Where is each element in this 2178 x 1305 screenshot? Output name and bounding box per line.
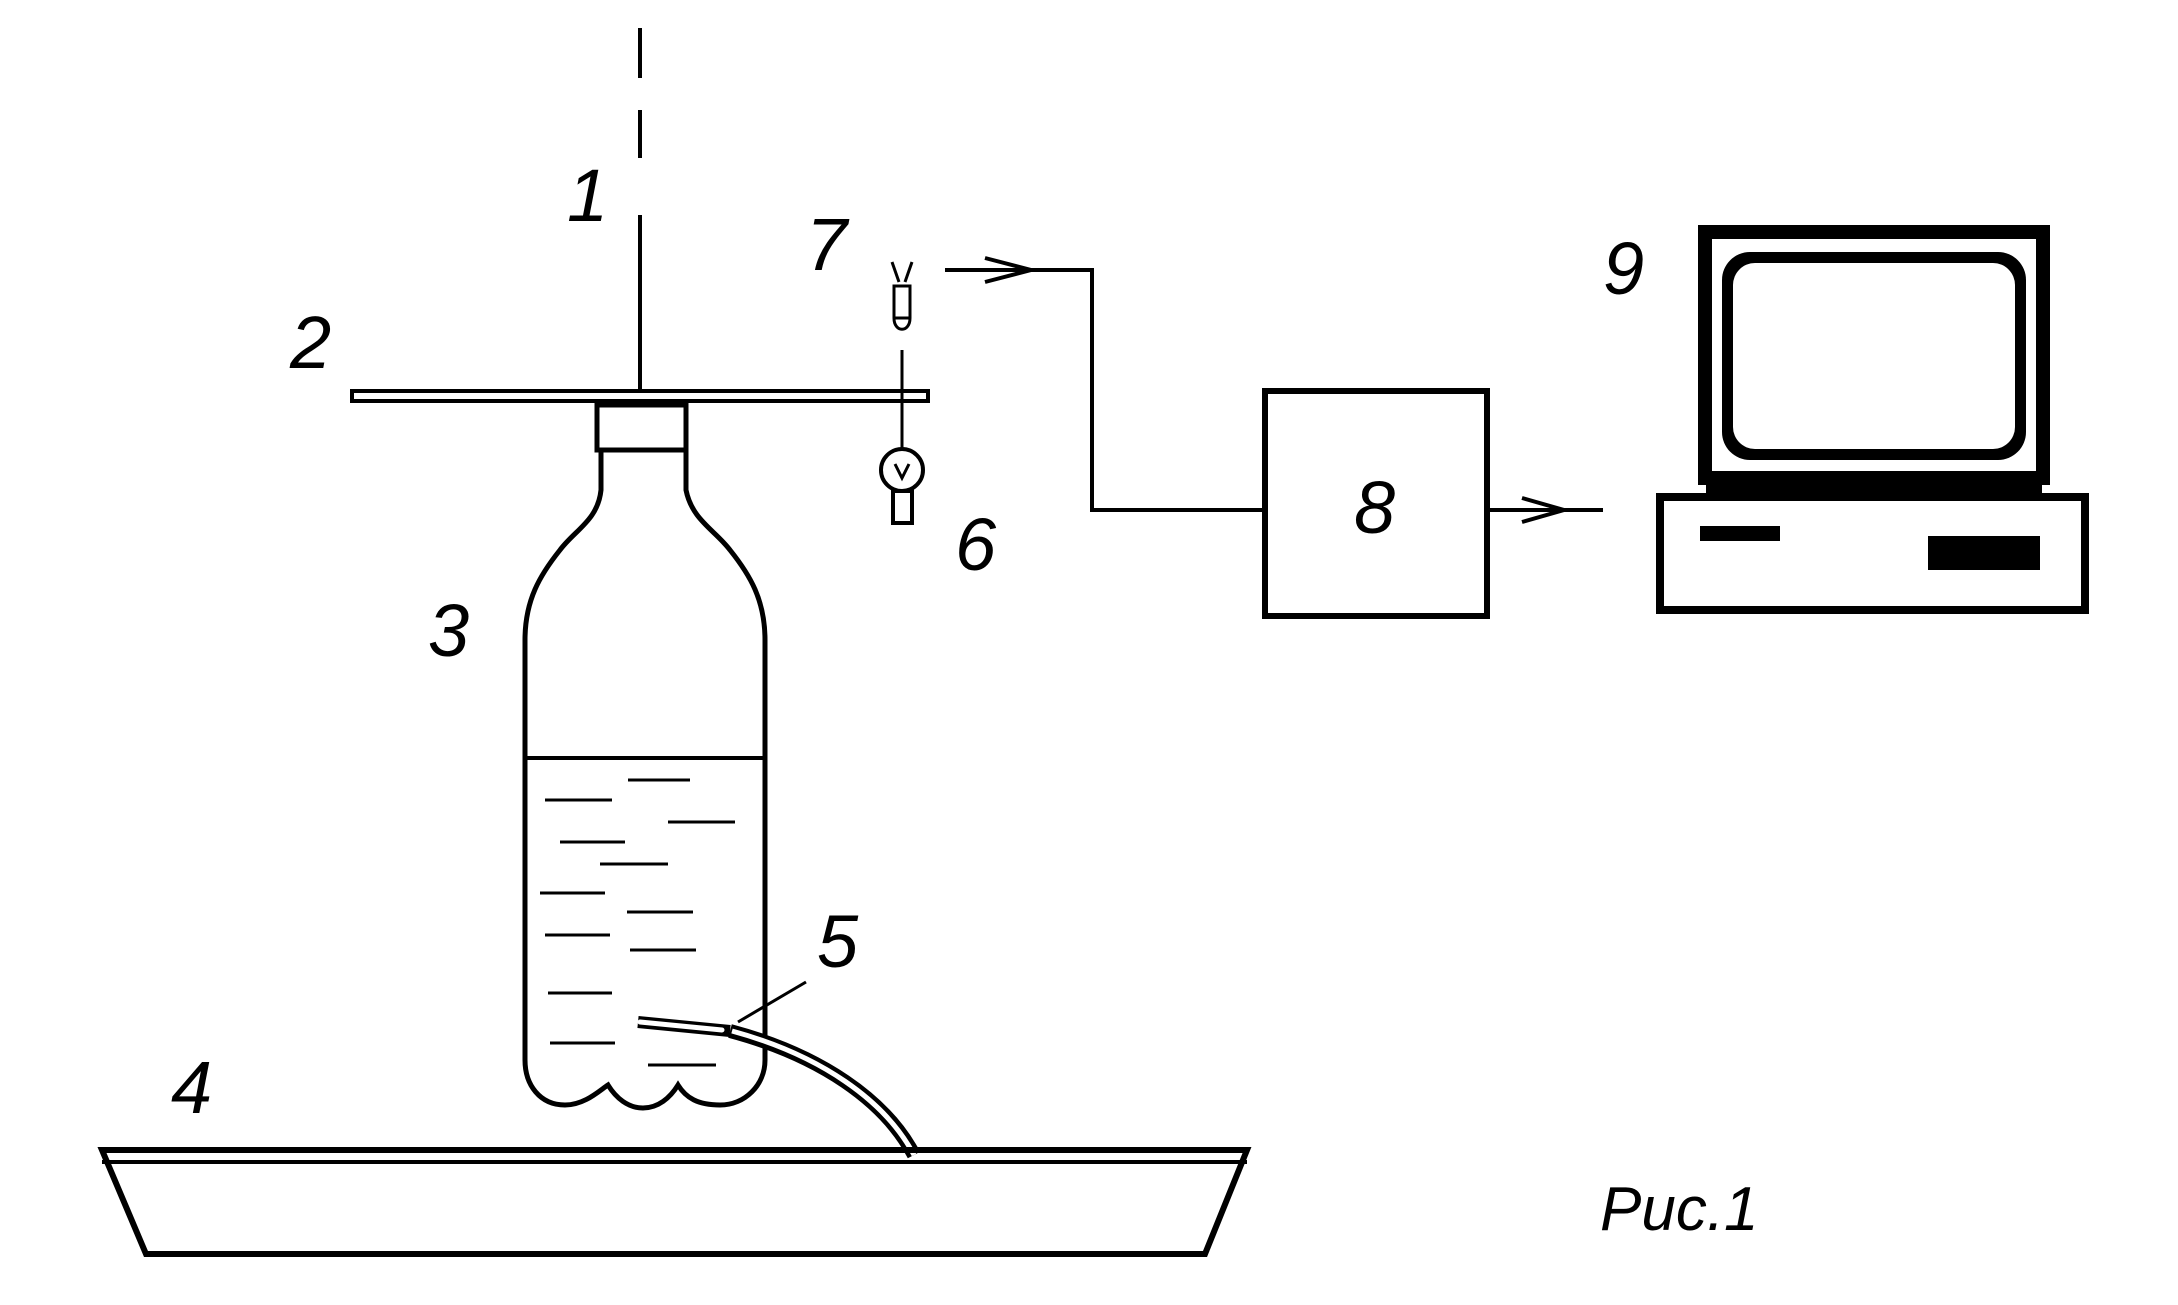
label-2: 2 [289,301,331,384]
output-signal-arrow [1521,496,1572,524]
computer-icon [1656,225,2089,614]
bottle-cap [594,402,689,453]
label-7: 7 [806,203,850,286]
probe-leader-line [737,980,807,1024]
bottle [522,450,768,1111]
probe-cable [728,1024,921,1159]
light-bulb-icon [879,447,925,525]
label-4: 4 [171,1046,212,1129]
tray [97,1147,1252,1257]
label-5: 5 [817,900,859,983]
figure-caption: Рис.1 [1600,1175,1759,1244]
horizontal-plate [350,389,930,403]
sensor-signal-arrow [984,256,1039,284]
sensor-signal-line [945,268,1265,512]
label-3: 3 [428,589,469,672]
label-6: 6 [955,503,997,586]
interface-block [1262,388,1490,619]
label-8: 8 [1354,466,1395,549]
label-9: 9 [1603,227,1644,310]
water-hatching [540,778,735,1067]
photosensor-icon [890,261,914,331]
temperature-probe [637,1016,731,1037]
label-1: 1 [567,154,608,237]
